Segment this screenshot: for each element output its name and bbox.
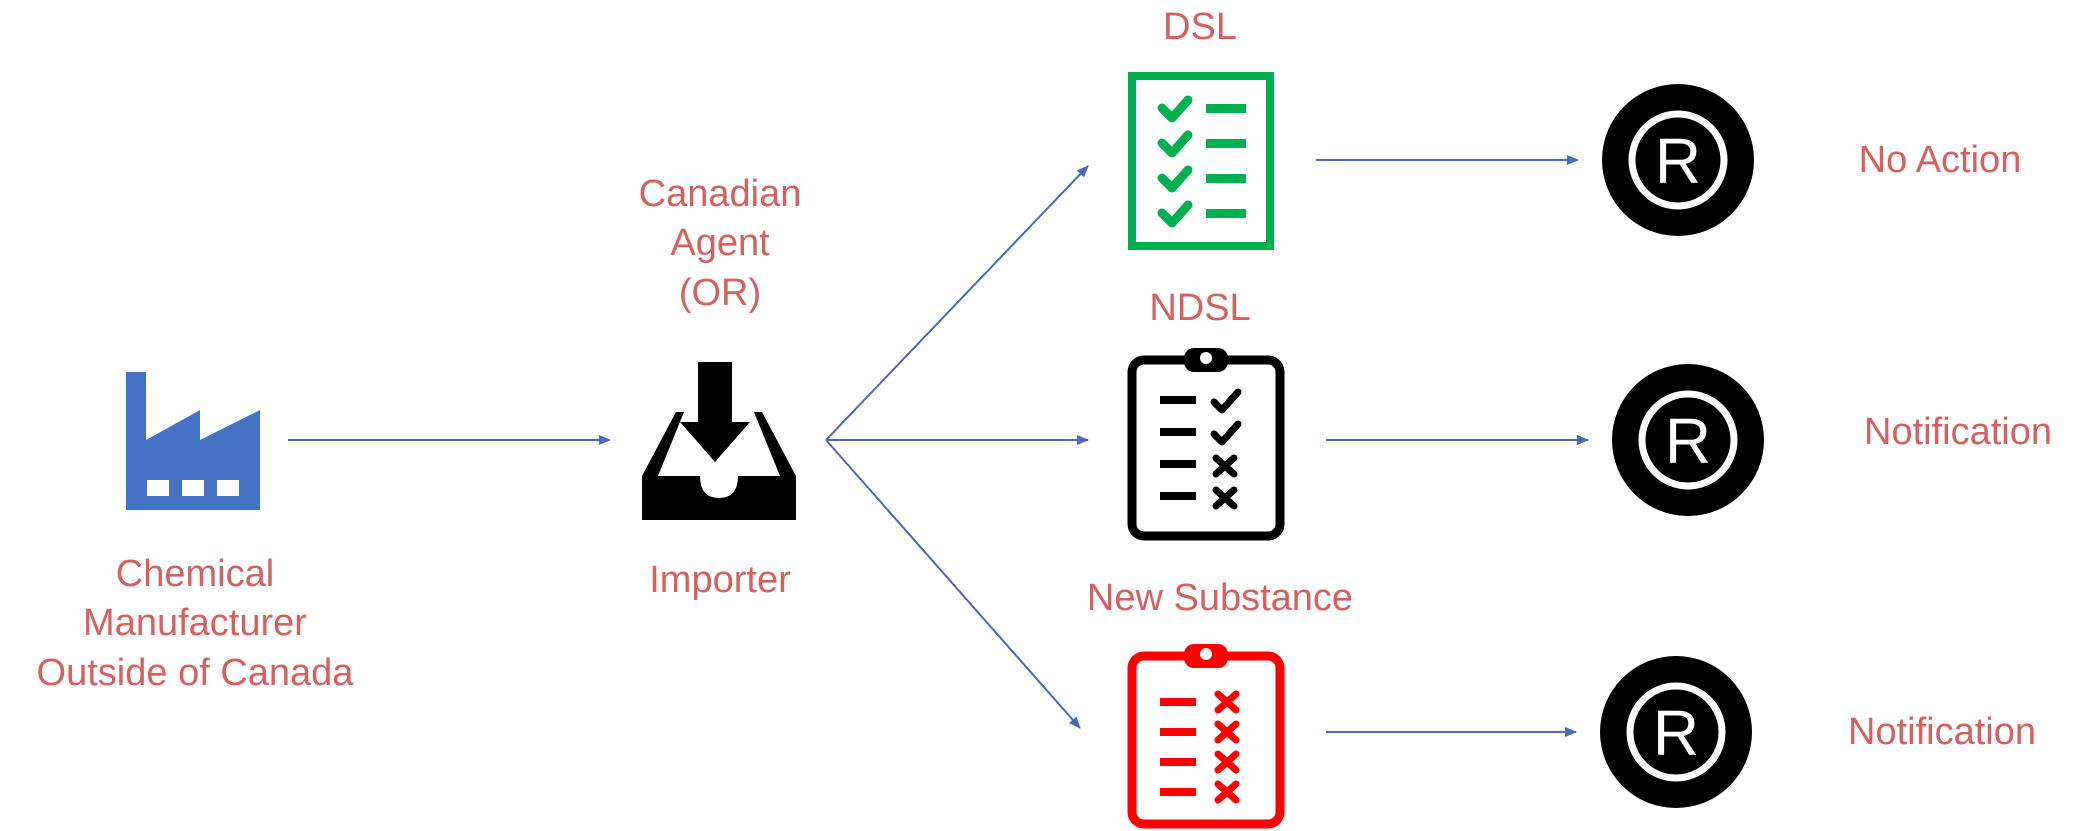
registered-glyph: R: [1653, 697, 1699, 769]
agent-label: Canadian Agent (OR): [600, 170, 840, 318]
checklist-icon: [1128, 72, 1274, 250]
agent-label-line: Agent: [670, 222, 770, 265]
registered-glyph: R: [1665, 405, 1711, 477]
notification-label: Notification: [1848, 711, 2036, 753]
manufacturer-label-line: Outside of Canada: [36, 651, 354, 694]
arrow-importer-to-new-substance: [825, 439, 1081, 729]
manufacturer-label: Chemical Manufacturer Outside of Canada: [0, 550, 390, 698]
factory-icon: [126, 372, 260, 510]
registered-icon: R: [1612, 364, 1764, 516]
notification-label: Notification: [1864, 411, 2052, 453]
no-action-label: No Action: [1858, 139, 2022, 181]
registered-glyph: R: [1655, 125, 1701, 197]
ndsl-label: NDSL: [1149, 287, 1251, 329]
new-substance-label: New Substance: [1086, 577, 1354, 619]
connector-arrows: [288, 155, 1589, 737]
inbox-download-icon: [642, 362, 796, 520]
agent-label-line: Canadian: [638, 173, 802, 215]
registered-icon: R: [1602, 84, 1754, 236]
dsl-label: DSL: [1163, 6, 1237, 48]
arrow-importer-to-dsl: [825, 165, 1089, 441]
manufacturer-label-line: Manufacturer: [83, 602, 307, 645]
manufacturer-label-line: Chemical: [115, 553, 275, 595]
agent-label-line: (OR): [678, 271, 762, 314]
clipboard-checklist-icon: [1127, 348, 1285, 541]
importer-label: Importer: [649, 559, 791, 601]
clipboard-rejected-icon: [1127, 644, 1285, 829]
registered-icon: R: [1600, 656, 1752, 808]
